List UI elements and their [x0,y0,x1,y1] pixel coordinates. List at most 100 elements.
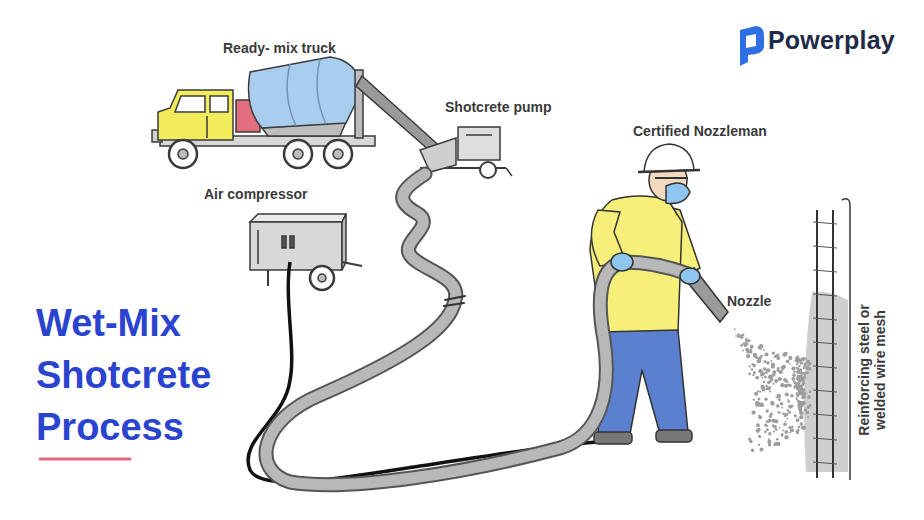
spray-dot [800,392,803,395]
spray-dot [807,395,811,399]
spray-dot [783,378,787,382]
wheel-hub [293,149,303,159]
spray-dot [766,425,768,427]
label-holder: Certified Nozzleman [633,123,767,139]
spray-dot [763,360,766,363]
spray-dot [766,388,768,390]
spray-dot [803,388,806,391]
spray-dot [785,392,789,396]
spray-dot [788,404,792,408]
spray-dot [807,362,811,366]
spray-dot [797,362,799,364]
spray-dot [769,390,771,392]
spray-dot [787,400,790,403]
spray-dot [801,425,805,429]
spray-dot [745,348,749,352]
part-label: Air compressor [204,186,307,202]
spray-dot [769,415,772,418]
logo-cutout [746,34,756,48]
truck-cab [158,90,233,140]
label-holder: Ready- mix truck [223,40,336,56]
spray-dot [784,413,788,417]
rebar-tie [813,246,837,248]
truck-window [210,96,228,112]
spray-dot [749,440,752,443]
spray-dot [781,366,783,368]
spray-dot [768,432,771,435]
spray-dot [804,396,806,398]
truck-window [175,96,205,112]
spray-dot [806,411,810,415]
title-block: Wet-Mix Shotcrete Process [36,297,236,453]
spray-dot [757,398,760,401]
spray-dot [760,373,764,377]
truck-door-line [206,116,208,138]
rebar-tie [813,414,837,416]
spray-dot [790,394,794,398]
compressor-top [250,214,346,222]
pump-body [458,127,500,160]
spray-dot [796,418,800,422]
spray-dot [764,431,767,434]
part-label: Certified Nozzleman [633,123,767,139]
spray-dot [799,422,803,426]
spray-dot [758,346,762,350]
spray-dot [782,430,784,432]
spray-dot [782,353,786,357]
rebar-tie [813,366,837,368]
spray-dot [781,407,783,409]
spray-dot [796,430,800,434]
spray-dot [764,424,767,427]
spray-dot [768,386,771,389]
spray-dot [768,438,770,440]
spray-dot [776,404,780,408]
spray-dot [797,426,800,429]
spray-dot [788,356,792,360]
spray-dot [767,381,770,384]
spray-dot [799,360,801,362]
label-holder: Reinforcing steel or welded wire mesh [856,285,888,455]
spray-dot [766,428,769,431]
wheel [324,140,352,168]
spray-dot [758,415,762,419]
spray-dot [796,431,799,434]
spray-dot [778,398,781,401]
spray-dot [774,419,778,423]
spray-dot [770,401,773,404]
spray-dot [798,407,802,411]
boot [594,432,632,444]
spray-dot [782,412,785,415]
spray-dot [784,430,788,434]
spray-dot [797,429,800,432]
spray-dot [785,421,787,423]
spray-dot [768,375,772,379]
rebar-ties [813,222,837,464]
spray-dot [751,410,755,414]
goggles [655,177,688,179]
mixer-drum [249,57,364,128]
compressor-vent [290,236,294,248]
compressor-stand [267,270,269,286]
spray-dot [801,404,804,407]
spray-dot [792,373,796,377]
spray-dot [797,381,800,384]
compressor-door-line [257,230,259,264]
spray-dot [779,378,782,381]
spray-dot [751,363,753,365]
spray-dot [796,360,798,362]
rebar-tie [813,342,837,344]
material-hose [266,174,688,485]
dust-mask [666,183,690,203]
rebar-tie [813,318,837,320]
spray-dot [770,360,772,362]
spray-dot [777,394,781,398]
spray-dot [797,403,801,407]
spray-dot [783,422,787,426]
spray-dot [734,328,736,330]
spray-dot [751,449,754,452]
spray-dot [756,423,760,427]
wheel-hub [333,149,343,159]
spray-dot [803,375,805,377]
compressor-wheel [310,266,334,290]
